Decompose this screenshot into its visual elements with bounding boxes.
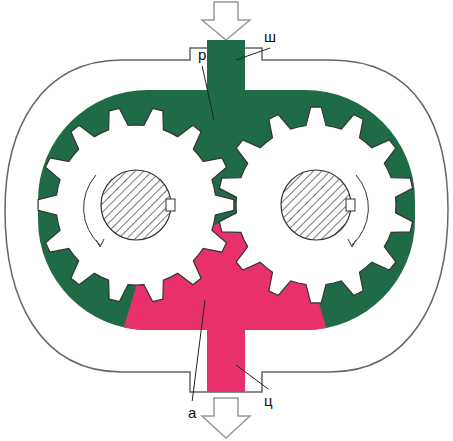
inlet-arrow [202, 2, 250, 40]
gear [219, 107, 412, 303]
leader-line [236, 365, 268, 389]
rotation-arrow [352, 175, 368, 245]
gear [38, 108, 234, 301]
callout-letter: р [196, 46, 208, 63]
callout-letter: а [186, 404, 198, 421]
shaft-key [346, 199, 355, 211]
pump-housing [5, 48, 448, 392]
leader-line [202, 66, 214, 120]
gear-shaft [281, 170, 351, 240]
inlet-port [207, 40, 245, 94]
rotation-arrow [84, 175, 100, 245]
leader-line [192, 300, 205, 401]
callout-letter: ц [262, 392, 275, 409]
rotation-arrow [96, 239, 104, 247]
outlet-port [207, 326, 245, 392]
leader-line [236, 48, 270, 60]
shaft-key [166, 199, 175, 211]
rotation-arrow [348, 239, 356, 247]
outlet-arrow [202, 398, 250, 438]
gear-shaft [101, 170, 171, 240]
callout-letter: ш [262, 28, 278, 45]
